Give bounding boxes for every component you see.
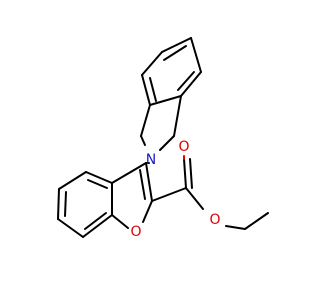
- bond: [84, 212, 107, 230]
- bond: [149, 77, 157, 102]
- bond: [161, 37, 192, 53]
- carbonyl-oxygen-atom-label: O: [178, 139, 189, 155]
- bond: [82, 214, 113, 238]
- bond: [183, 158, 187, 189]
- bond: [189, 158, 193, 189]
- bond: [57, 218, 84, 238]
- bond: [145, 162, 153, 202]
- bond: [140, 135, 146, 146]
- bond: [185, 187, 204, 210]
- bond: [225, 225, 246, 230]
- bond: [111, 214, 129, 229]
- bond: [180, 71, 202, 97]
- bond: [87, 179, 108, 189]
- bond: [151, 187, 187, 202]
- bond: [190, 37, 202, 73]
- bond: [64, 191, 67, 217]
- nitrogen-atom-label: N: [146, 152, 156, 168]
- bond: [142, 200, 153, 223]
- bond: [141, 51, 163, 76]
- structure-diagram: N O O O: [57, 37, 269, 240]
- molecule-canvas: N O O O: [57, 37, 269, 240]
- bond: [57, 188, 60, 220]
- bond: [244, 212, 269, 230]
- bond: [139, 169, 146, 200]
- bond: [177, 71, 195, 91]
- bond: [159, 135, 175, 151]
- bond: [141, 74, 151, 106]
- ester-oxygen-atom-label: O: [209, 212, 220, 228]
- bond: [111, 162, 147, 184]
- bond: [163, 45, 187, 61]
- bond: [140, 104, 151, 137]
- bond: [149, 95, 182, 106]
- bond: [58, 171, 87, 190]
- bond: [85, 171, 113, 184]
- bond: [173, 95, 182, 137]
- ring-oxygen-atom-label: O: [130, 224, 141, 240]
